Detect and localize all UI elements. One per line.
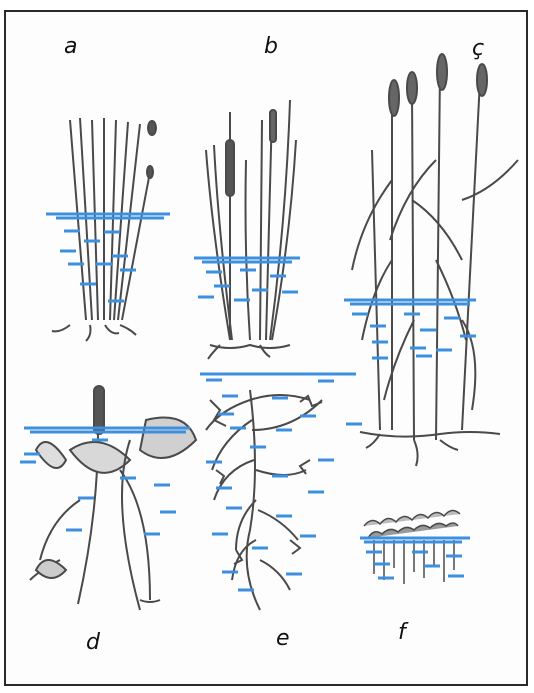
water-lines-a xyxy=(46,214,170,301)
plant-f-duckweed xyxy=(364,510,460,584)
plant-c-reed xyxy=(352,54,518,466)
label-a: a xyxy=(64,34,77,59)
label-b: b xyxy=(264,34,278,59)
label-d: d xyxy=(86,630,100,655)
plant-e-hornwort xyxy=(206,390,322,610)
label-f: f xyxy=(398,620,406,645)
plant-b-cattail xyxy=(206,100,296,359)
label-e: e xyxy=(276,626,290,651)
plant-d-pondweed xyxy=(30,386,196,610)
label-c: ç xyxy=(472,36,484,61)
water-lines-c xyxy=(344,300,476,424)
